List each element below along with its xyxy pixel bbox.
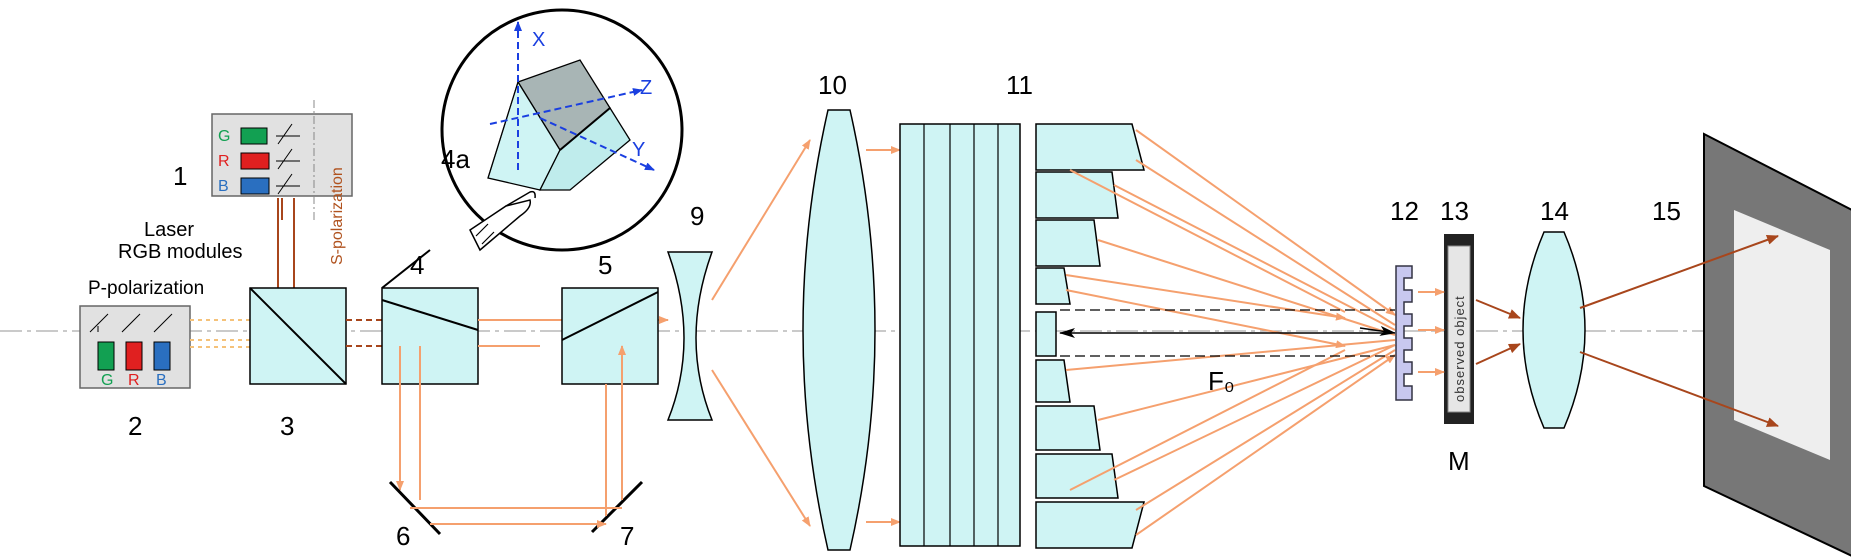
axis-label-y: Y [632, 139, 645, 161]
label-rgb-modules: RGB modules [118, 241, 243, 263]
element-12 [1395, 265, 1413, 401]
axis-label-z: Z [640, 77, 652, 99]
label-10: 10 [818, 70, 847, 100]
lens-10 [802, 109, 876, 551]
beams-10-11 [866, 146, 901, 526]
mirror-loop-beams [410, 345, 626, 528]
label-13: 13 [1440, 196, 1469, 226]
svg-text:B: B [156, 372, 167, 389]
beams-9-10 [711, 139, 811, 527]
label-4: 4 [410, 250, 424, 280]
label-4a: 4a [441, 144, 470, 174]
beam-splitter-5 [561, 287, 659, 385]
p-polarized-beams [190, 319, 250, 348]
lens-9 [666, 251, 714, 421]
screen-15 [1703, 132, 1851, 557]
module-label-g: G [218, 128, 230, 145]
label-9: 9 [690, 201, 704, 231]
lens-14 [1522, 231, 1586, 429]
laser-module-1: G R B [211, 100, 353, 220]
axis-y [539, 117, 655, 171]
plate-stack-11 [899, 123, 1021, 547]
beam-combiner-3 [249, 287, 347, 385]
label-6: 6 [396, 521, 410, 551]
focus-return-rays [1059, 309, 1396, 357]
projection-beams [1579, 235, 1779, 427]
label-s-polarization: S-polarization [329, 167, 346, 265]
label-11: 11 [1006, 70, 1033, 100]
svg-text:R: R [128, 372, 140, 389]
label-m: M [1448, 446, 1470, 476]
label-7: 7 [620, 521, 634, 551]
combined-beams-3-4 [346, 319, 382, 347]
module-label-r: R [218, 153, 230, 170]
beam-splitter-4 [381, 249, 479, 385]
beams-13-14 [1475, 299, 1521, 365]
inset-4a: X Z Y [440, 8, 684, 252]
axis-z [489, 88, 643, 125]
label-15: 15 [1652, 196, 1681, 226]
module-label-b: B [218, 178, 229, 195]
svg-text:G: G [101, 372, 113, 389]
label-5: 5 [598, 250, 612, 280]
axis-label-x: X [532, 29, 545, 51]
label-14: 14 [1540, 196, 1569, 226]
label-12: 12 [1390, 196, 1419, 226]
converging-rays [1065, 129, 1396, 536]
observed-object-13: observed object [1444, 234, 1474, 424]
beams-12-13 [1418, 288, 1445, 376]
laser-module-2: G R B [79, 305, 191, 389]
label-1: 1 [173, 161, 187, 191]
pointing-hand-icon [469, 190, 536, 252]
label-p-polarization: P-polarization [88, 278, 204, 299]
label-f0: F₀ [1208, 366, 1235, 396]
label-laser: Laser [144, 219, 194, 241]
label-3: 3 [280, 411, 294, 441]
label-2: 2 [128, 411, 142, 441]
label-observed-object: observed object [1452, 295, 1467, 402]
stepped-prism-array [1035, 123, 1145, 549]
